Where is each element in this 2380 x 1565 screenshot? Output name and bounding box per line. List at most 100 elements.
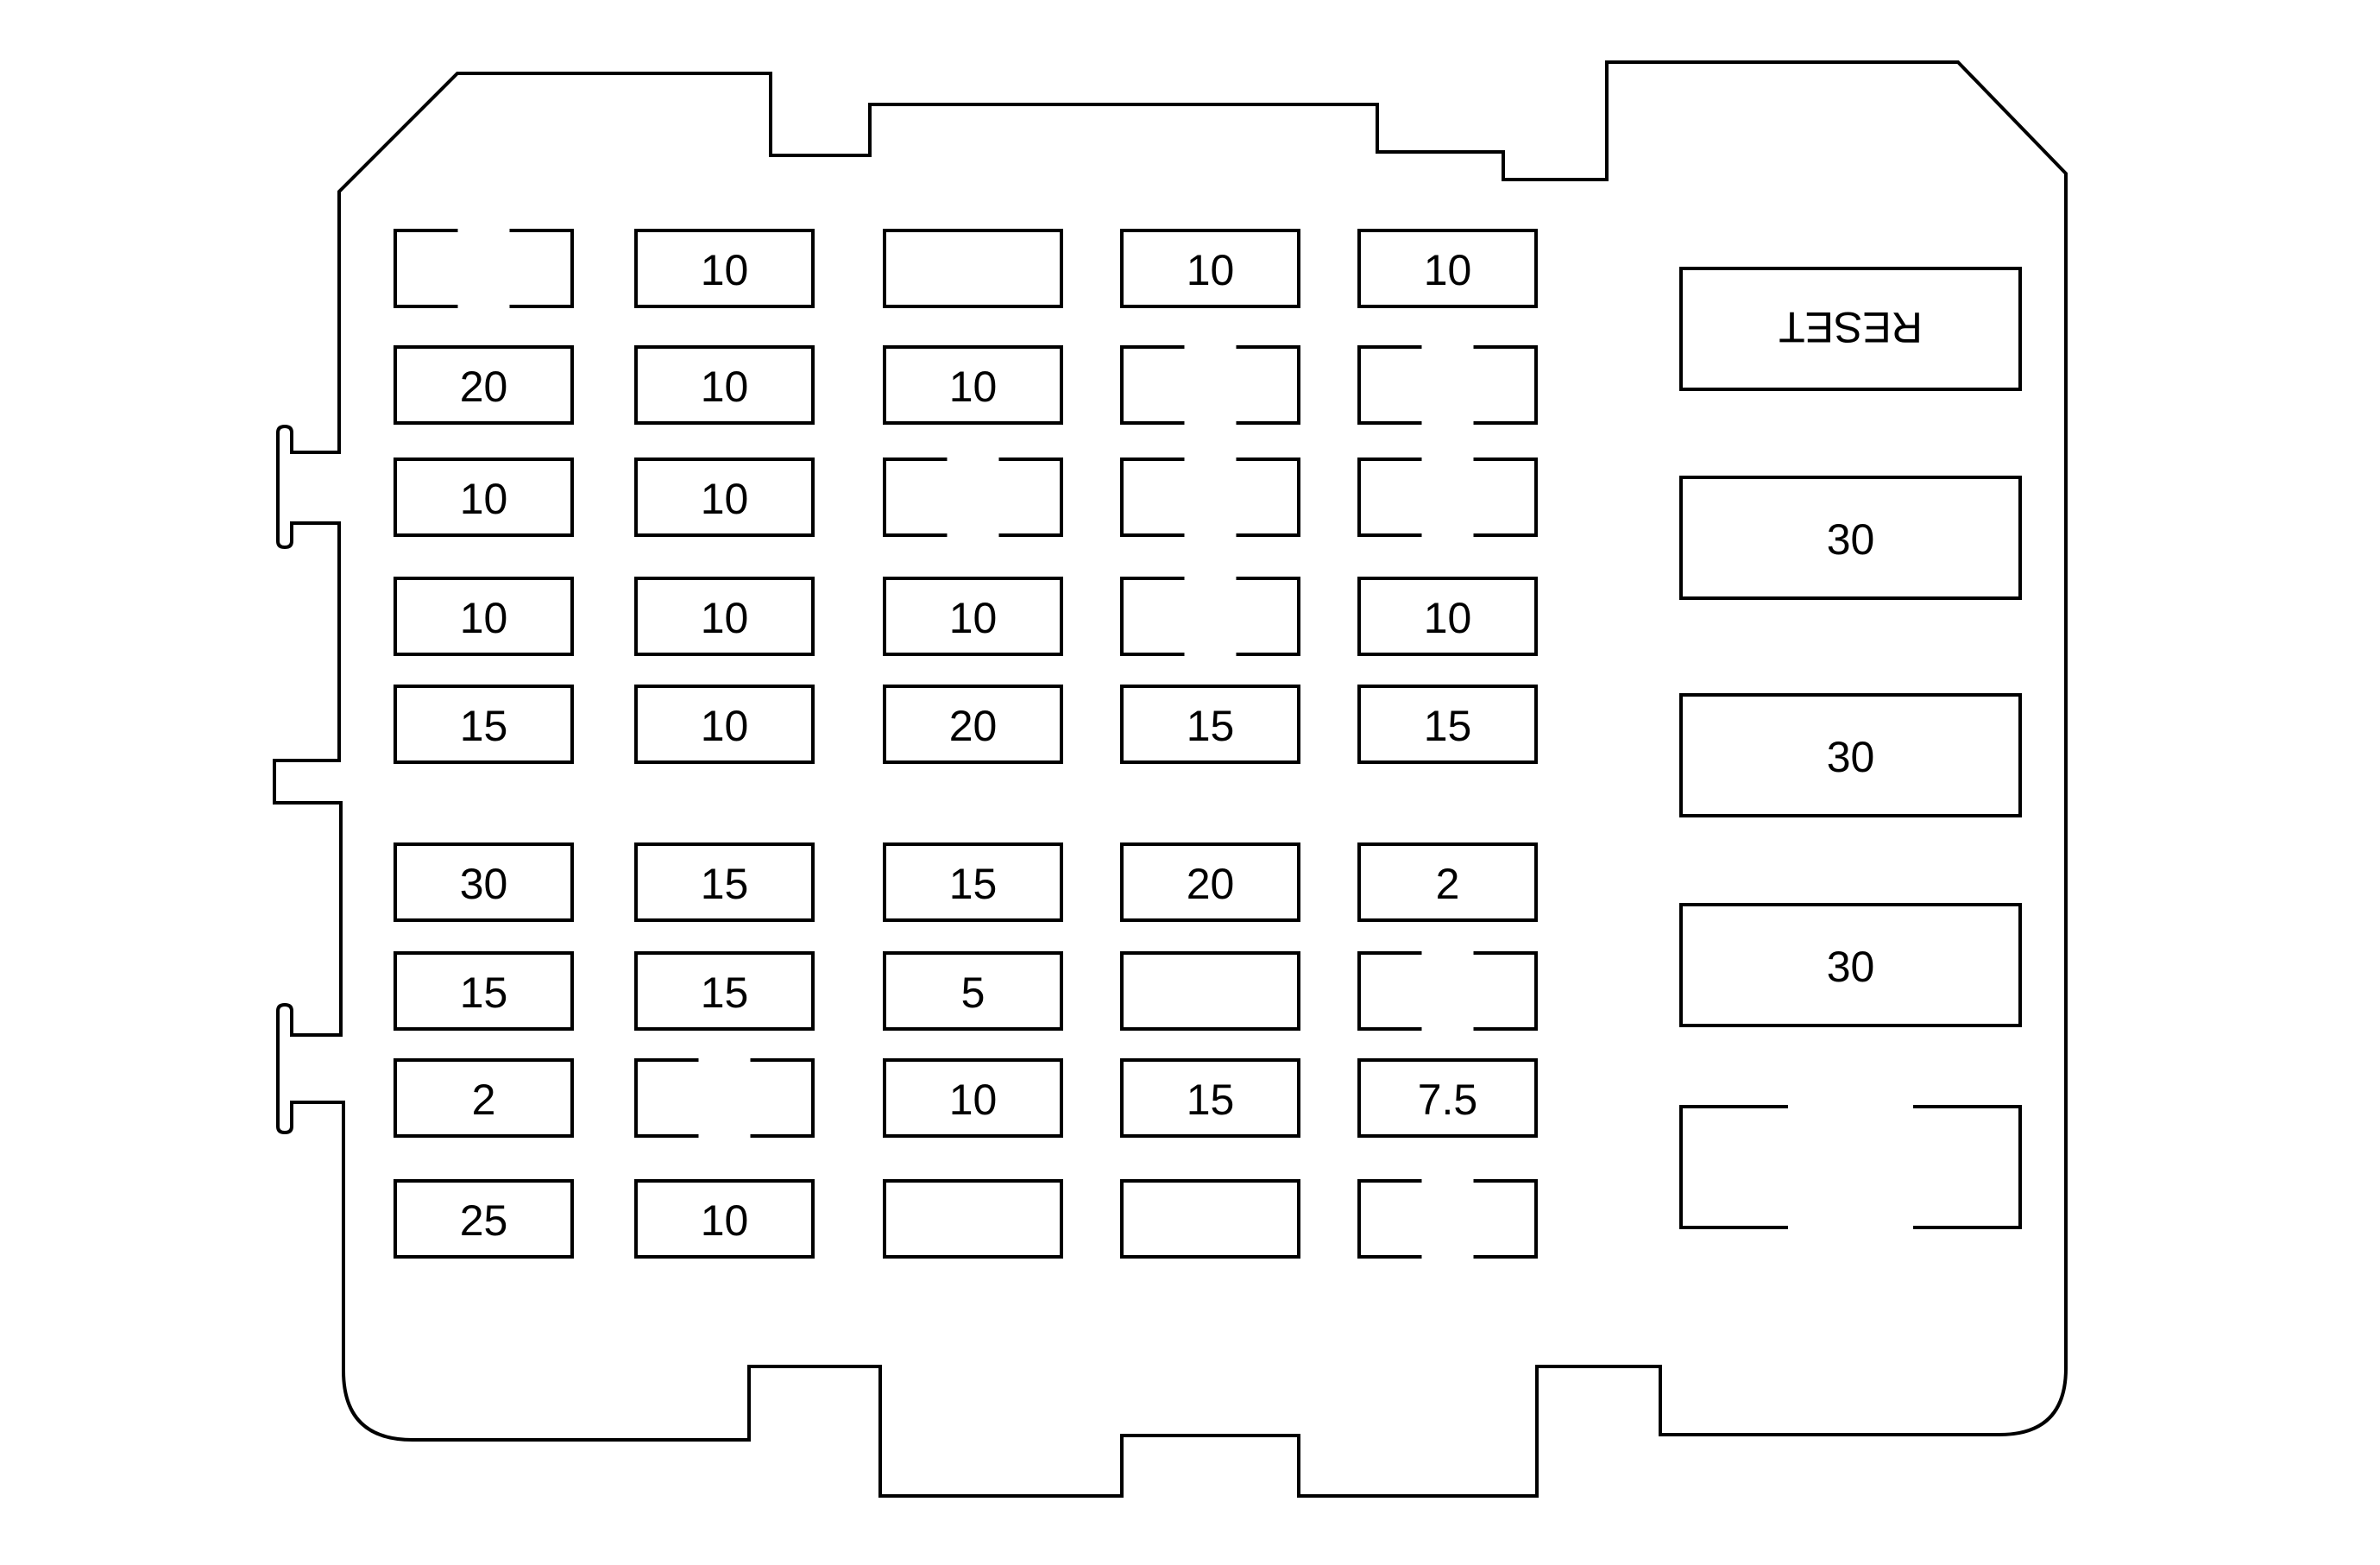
fuse-slot: [394, 227, 574, 310]
fuse-slot: 7.5: [1357, 1058, 1538, 1138]
fuse-slot-frame: [1679, 903, 2022, 1027]
fuse-rating-label: 10: [949, 363, 998, 411]
fuse-rating-label: 2: [472, 1076, 496, 1124]
fuse-slot-frame: [1679, 693, 2022, 817]
fuse-slot: 10: [634, 1179, 815, 1259]
fuse-rating-label: 10: [460, 475, 508, 523]
fuse-slot-frame: [394, 1058, 574, 1138]
fuse-slot-frame: [1120, 458, 1300, 537]
fuse-slot: 2: [394, 1058, 574, 1138]
fuse-slot-frame: [634, 951, 815, 1031]
fuse-rating-label: 30: [1827, 515, 1875, 564]
fuse-slot: 15: [1120, 685, 1300, 764]
fuse-rating-label: 15: [1424, 702, 1472, 750]
fuse-slot-frame: [1357, 345, 1538, 425]
fuse-rating-label: 30: [1827, 733, 1875, 781]
fuse-slot: 20: [883, 685, 1063, 764]
fuse-rating-label: 10: [949, 594, 998, 642]
fuse-slot-frame: [1357, 229, 1538, 308]
fuse-slot-frame: [634, 842, 815, 922]
fuse-rating-label: 15: [701, 860, 749, 908]
fuse-slot: 5: [883, 951, 1063, 1031]
fuse-slot: 10: [394, 458, 574, 537]
relay-slot: [1679, 1103, 2022, 1231]
fuse-rating-label: RESET: [1779, 303, 1923, 351]
fuse-slot: 10: [883, 577, 1063, 656]
fuse-slot: 10: [1357, 577, 1538, 656]
fuse-slot-frame: [634, 685, 815, 764]
fuse-slot-frame: [883, 685, 1063, 764]
fuse-rating-label: 15: [460, 969, 508, 1017]
fuse-slot: 10: [1357, 229, 1538, 308]
fuse-slot: 10: [634, 458, 815, 537]
fuse-rating-label: 30: [1827, 943, 1875, 991]
fuse-slot-frame: [394, 577, 574, 656]
fuse-slot: 20: [394, 345, 574, 425]
circuit-breaker: 30: [1679, 693, 2022, 817]
fuse-slot: 15: [394, 951, 574, 1031]
fuse-slot: 10: [1120, 229, 1300, 308]
fuse-slot-frame: [883, 458, 1063, 537]
fuse-slot: 10: [883, 345, 1063, 425]
fuse-rating-label: 10: [949, 1076, 998, 1124]
fuse-rating-label: 10: [1424, 594, 1472, 642]
fuse-slot-frame: [1679, 1105, 2022, 1229]
fuse-slot-frame: [1120, 345, 1300, 425]
fuse-slot: [1357, 456, 1538, 539]
fuse-rating-label: 10: [701, 363, 749, 411]
fuse-slot-frame: [1679, 267, 2022, 391]
fuse-rating-label: 15: [949, 860, 998, 908]
fuse-slot: [1120, 1179, 1300, 1259]
fuse-slot-frame: [883, 1179, 1063, 1259]
fuse-slot: 20: [1120, 842, 1300, 922]
fuse-rating-label: 20: [1187, 860, 1235, 908]
fuse-slot: [1357, 344, 1538, 426]
fuse-rating-label: 2: [1436, 860, 1460, 908]
fuse-rating-label: 10: [701, 1196, 749, 1245]
fuse-slot-frame: [634, 345, 815, 425]
fuse-slot-frame: [1357, 458, 1538, 537]
fuse-slot: [1120, 456, 1300, 539]
fuse-slot-frame: [1120, 229, 1300, 308]
fuse-slot-frame: [1120, 951, 1300, 1031]
fuse-block-outline: [273, 60, 2068, 1498]
fuse-slot-frame: [394, 229, 574, 308]
fuse-slot: 15: [1357, 685, 1538, 764]
fuse-slot: 10: [394, 577, 574, 656]
fuse-slot-frame: [394, 951, 574, 1031]
fuse-rating-label: 15: [1187, 1076, 1235, 1124]
fuse-slot-frame: [394, 345, 574, 425]
fuse-slot: [634, 1057, 815, 1139]
reset-breaker: RESET: [1679, 267, 2022, 391]
fuse-slot: [1357, 1177, 1538, 1260]
fuse-slot: [1357, 950, 1538, 1032]
fuse-slot-frame: [1679, 476, 2022, 600]
fuse-slot-frame: [883, 951, 1063, 1031]
fuse-slot-frame: [883, 842, 1063, 922]
fuse-rating-label: 10: [701, 246, 749, 294]
fuse-slot-frame: [1357, 842, 1538, 922]
fuse-slot-frame: [1120, 577, 1300, 656]
fuse-rating-label: 10: [701, 594, 749, 642]
fuse-slot-frame: [1120, 1179, 1300, 1259]
fuse-slot: [883, 229, 1063, 308]
fuse-slot: 10: [634, 345, 815, 425]
fuse-slot: 2: [1357, 842, 1538, 922]
fuse-slot: [883, 1179, 1063, 1259]
fuse-slot: 30: [394, 842, 574, 922]
fuse-slot-frame: [1120, 842, 1300, 922]
fuse-slot: 15: [634, 951, 815, 1031]
fuse-slot-frame: [883, 1058, 1063, 1138]
fuse-slot-frame: [394, 842, 574, 922]
fuse-rating-label: 10: [1187, 246, 1235, 294]
fuse-rating-label: 15: [460, 702, 508, 750]
fuse-slot: 15: [394, 685, 574, 764]
fuse-rating-label: 10: [460, 594, 508, 642]
fuse-slot-frame: [394, 1179, 574, 1259]
fuse-slot-frame: [1357, 951, 1538, 1031]
fuse-rating-label: 15: [701, 969, 749, 1017]
fuse-slot: [1120, 344, 1300, 426]
fuse-rating-label: 10: [701, 702, 749, 750]
fuse-slot: [883, 456, 1063, 539]
fuse-rating-label: 20: [460, 363, 508, 411]
